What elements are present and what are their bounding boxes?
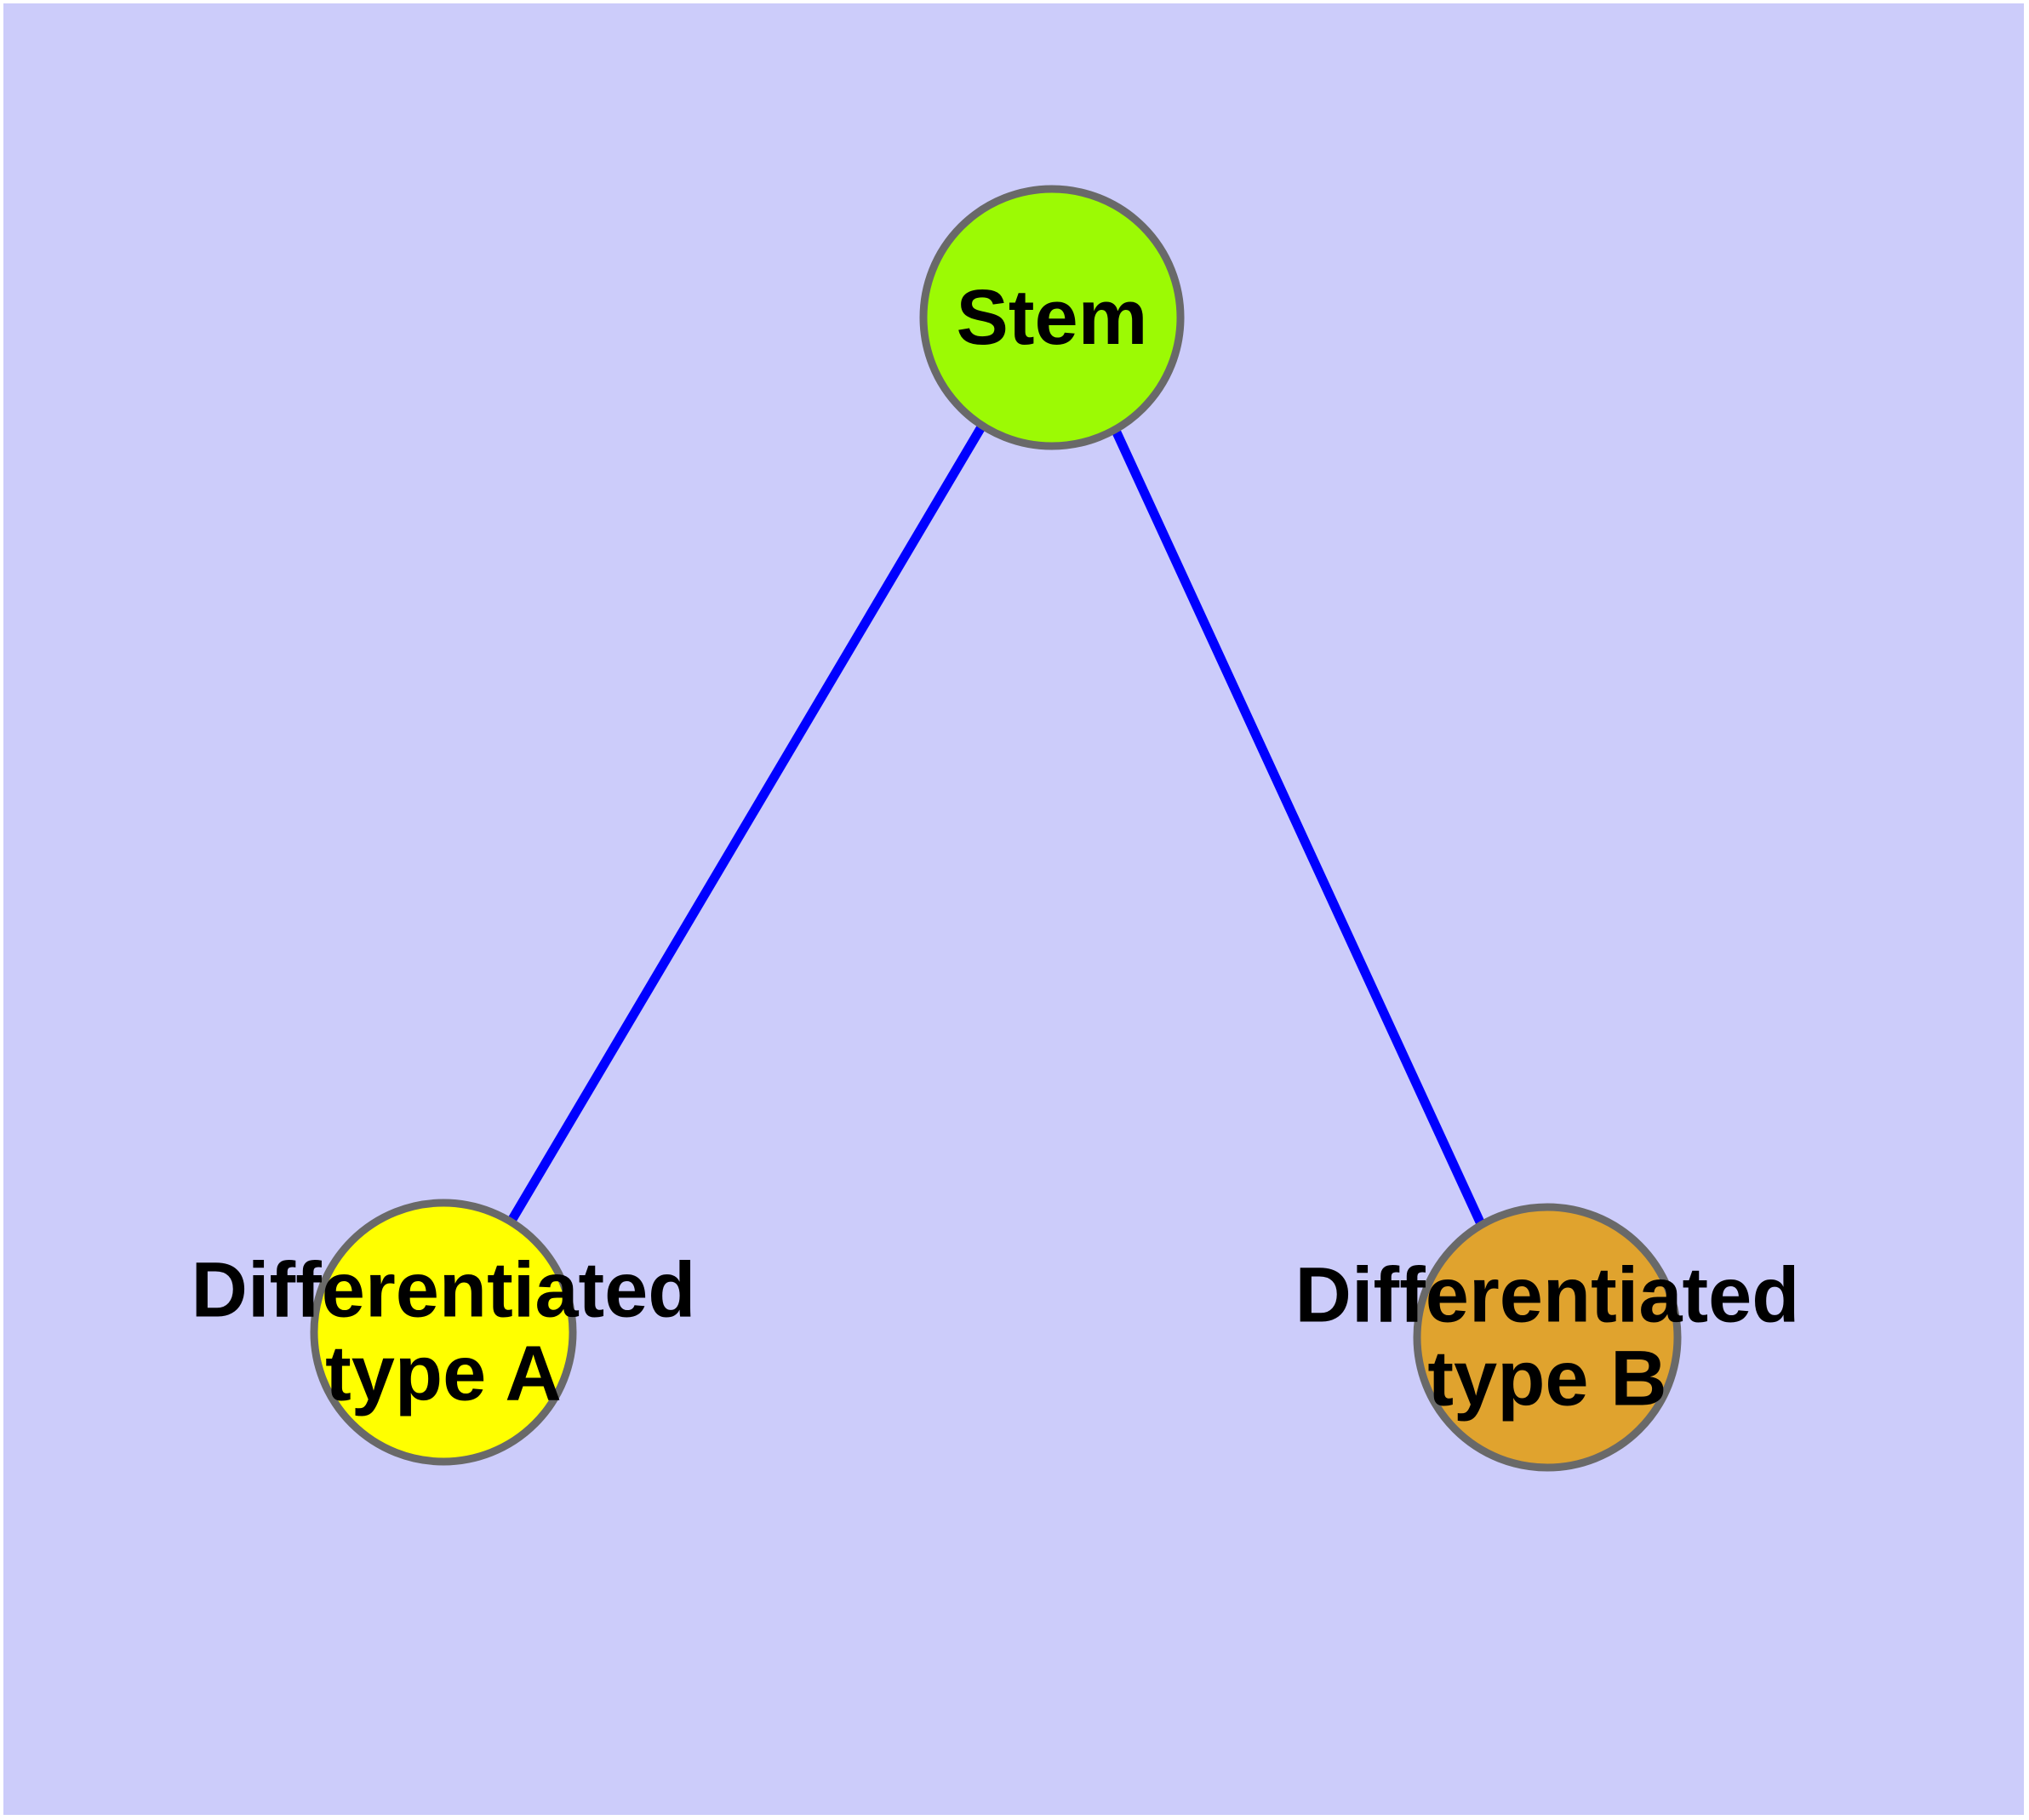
- node-differentiated-type-b[interactable]: [1413, 1203, 1682, 1472]
- node-differentiated-type-a[interactable]: [310, 1199, 577, 1466]
- node-stem[interactable]: [919, 185, 1185, 450]
- edge-stem-to-differentiated-type-b[interactable]: [1112, 430, 1486, 1228]
- edge-stem-to-differentiated-type-a[interactable]: [507, 423, 986, 1223]
